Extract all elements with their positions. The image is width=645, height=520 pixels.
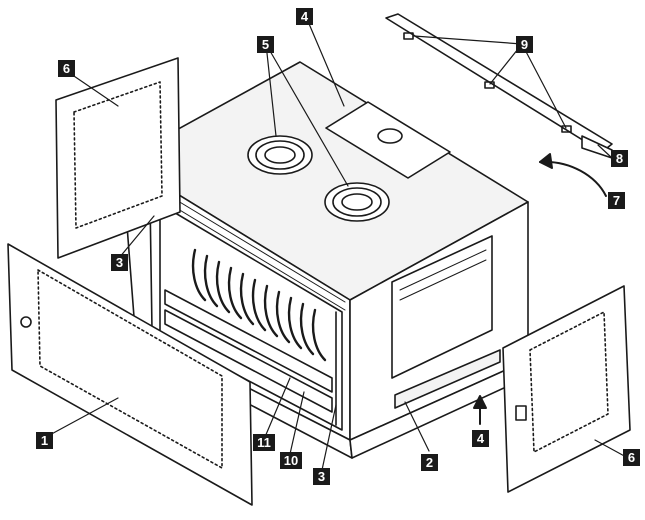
- patch-panel: [164, 289, 333, 413]
- callout-3-rack-post-left: 3: [111, 254, 128, 271]
- callout-11-cables: 11: [253, 434, 275, 451]
- callout-5-fans: 5: [257, 36, 274, 53]
- callout-3-rack-post-right: 3: [313, 468, 330, 485]
- callout-6-right-door: 6: [623, 449, 640, 466]
- fan-grill-2: [324, 182, 390, 222]
- left-side-door: [55, 57, 181, 259]
- front-door: [7, 243, 253, 506]
- callout-2-bottom-rail: 2: [421, 454, 438, 471]
- callout-10-patch-panel: 10: [280, 452, 302, 469]
- top-cover-plate: [325, 101, 451, 179]
- right-side-door: [502, 285, 631, 493]
- callout-4-bottom-entry: 4: [472, 430, 489, 447]
- callout-9-bracket-holes: 9: [516, 36, 533, 53]
- install-arrow-4: [473, 395, 487, 425]
- install-arrow-7: [539, 153, 607, 197]
- cable-bundle: [191, 248, 327, 362]
- callout-8-bracket-end: 8: [611, 150, 628, 167]
- wall-mount-bracket: [385, 13, 613, 159]
- callout-6-left-door: 6: [58, 60, 75, 77]
- callout-1-front-door: 1: [36, 432, 53, 449]
- leader-lines: [45, 11, 629, 471]
- fan-grill-1: [247, 135, 313, 175]
- callout-4-top-cover: 4: [296, 8, 313, 25]
- callout-7-arrow: 7: [608, 192, 625, 209]
